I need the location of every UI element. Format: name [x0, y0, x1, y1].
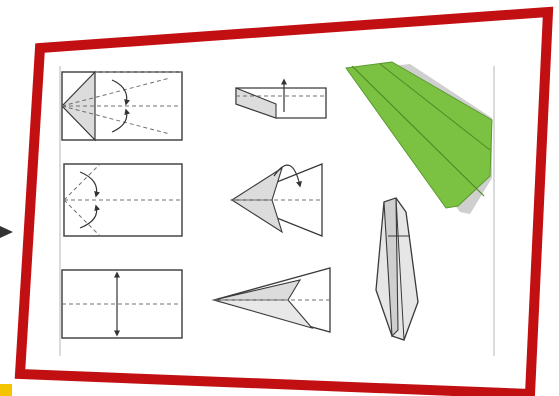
step-1-diagram [62, 72, 182, 140]
step-3-diagram [62, 270, 182, 338]
corner-mark [0, 384, 12, 396]
step-2-diagram [64, 164, 182, 236]
left-arrow-icon [0, 226, 13, 238]
